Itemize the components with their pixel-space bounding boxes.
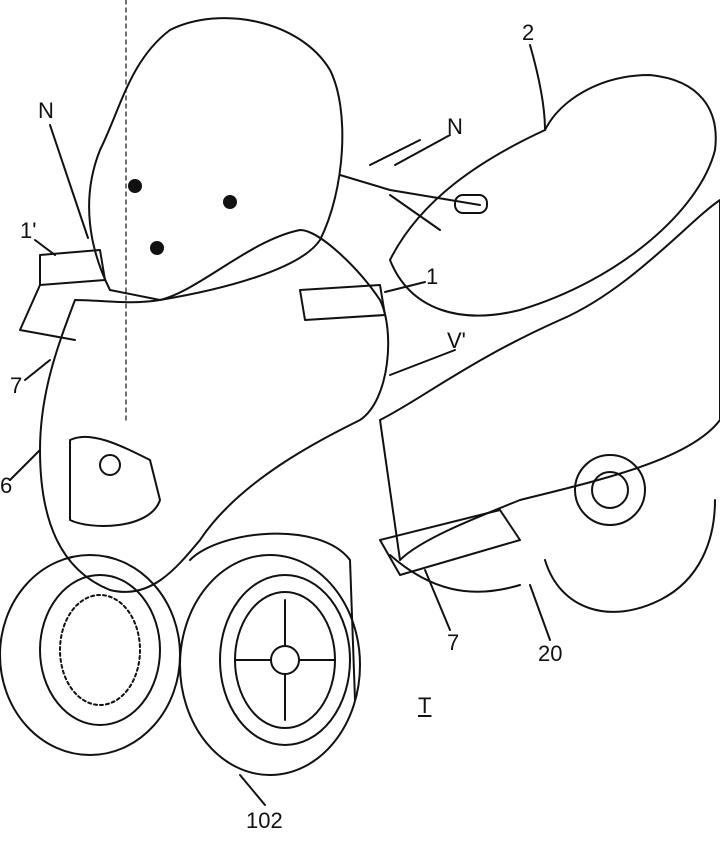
label-seat: 2 (522, 20, 535, 45)
footboard (379, 509, 521, 576)
label-n-right: N (447, 114, 463, 139)
label-front-wheel: 102 (246, 808, 283, 833)
label-n-left: N (38, 98, 54, 123)
label-mirror-left: 1' (20, 218, 37, 243)
label-mirror-right: 1 (426, 264, 439, 289)
label-front: 6 (0, 473, 13, 498)
label-ground: T (418, 693, 432, 718)
label-footboard: 7 (447, 630, 460, 655)
leader-n-left (49, 124, 89, 239)
seat (389, 74, 717, 317)
fender (189, 532, 356, 701)
front-fairing (39, 229, 390, 593)
label-v-prime: V' (447, 328, 466, 353)
right-front-wheel (179, 554, 361, 776)
windshield (88, 17, 344, 301)
headlight (69, 435, 161, 527)
handlebar (339, 139, 481, 231)
rear-wheel (544, 499, 716, 613)
left-mirror (39, 249, 106, 286)
right-mirror (299, 284, 386, 321)
label-rear: 20 (538, 641, 563, 666)
label-side-left: 7 (10, 373, 23, 398)
body (379, 199, 720, 561)
engine (574, 454, 646, 526)
